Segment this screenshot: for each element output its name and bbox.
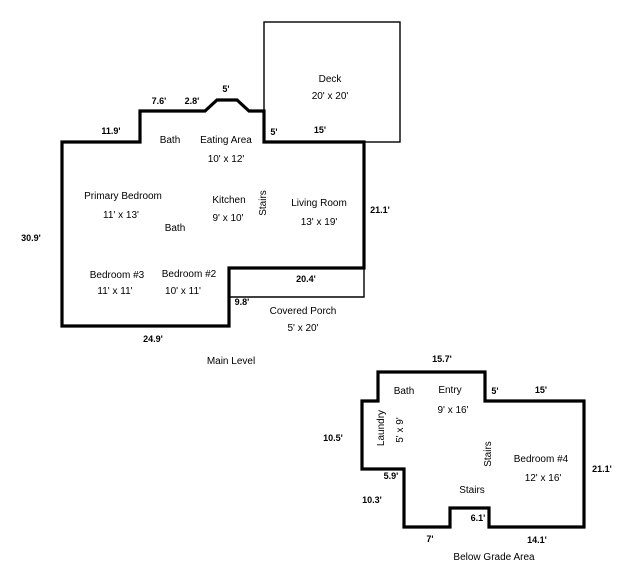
dim-bump-top: 5' [222,84,229,94]
bath-lower-label: Bath [165,223,186,234]
bedroom-2-label: Bedroom #2 [162,269,217,280]
below-grade-plan: Bath Entry 9' x 16' Laundry 5' x 9' Stai… [323,354,612,563]
main-level-caption: Main Level [207,356,255,367]
deck-label: Deck [319,74,343,85]
eating-area-size: 10' x 12' [208,154,245,165]
entry-label: Entry [438,385,461,396]
dim-bump-left: 7.6' [152,96,167,106]
dim-below-bottom-right: 14.1' [527,535,547,545]
dim-below-bottom-left: 7' [426,534,433,544]
dim-deck-gap: 5' [270,127,277,137]
dim-top-left: 11.9' [101,126,120,136]
bedroom-3-size: 11' x 11' [97,286,132,297]
dim-below-left-upper: 10.5' [323,433,343,443]
laundry-size: 5' x 9' [395,417,406,443]
main-level-plan: Deck 20' x 20' Bath Eating Area 10' x 12… [21,21,401,367]
below-grade-outline [360,370,586,529]
covered-porch-size: 5' x 20' [287,323,318,334]
living-room-size: 13' x 19' [301,217,338,228]
below-bath-label: Bath [394,386,415,397]
bedroom-3-label: Bedroom #3 [90,270,145,281]
kitchen-size: 9' x 10' [212,213,243,224]
main-stairs-label: Stairs [258,190,269,216]
dim-below-left-step: 5.9' [384,471,399,481]
main-level-outline [60,98,366,328]
eating-area-label: Eating Area [200,135,252,146]
laundry-label: Laundry [376,410,387,446]
below-grade-caption: Below Grade Area [453,552,535,563]
dim-porch-top: 20.4' [296,274,316,284]
dim-below-top: 15.7' [432,354,452,364]
dim-below-right-side: 21.1' [592,464,612,474]
dim-deck-right: 15' [314,125,326,135]
dim-below-step-right: 15' [535,385,547,395]
living-room-label: Living Room [291,198,347,209]
deck-size: 20' x 20' [312,91,349,102]
dim-porch-step: 9.8' [235,297,250,307]
entry-size: 9' x 16' [437,405,468,416]
bedroom-4-label: Bedroom #4 [514,454,569,465]
bedroom-4-size: 12' x 16' [525,473,562,484]
bath-upper-label: Bath [160,135,181,146]
dim-below-notch: 6.1' [471,513,486,523]
kitchen-label: Kitchen [212,195,245,206]
dim-below-step-small: 5' [491,386,498,396]
bedroom-2-size: 10' x 11' [165,286,201,297]
dim-bump-diagonal: 2.8' [185,96,200,106]
primary-bedroom-label: Primary Bedroom [84,191,162,202]
primary-bedroom-size: 11' x 13' [103,210,139,221]
below-stairs-horizontal-label: Stairs [459,485,485,496]
covered-porch-label: Covered Porch [270,306,337,317]
dim-right-side: 21.1' [370,205,390,215]
dim-bottom: 24.9' [143,334,163,344]
dim-below-left-lower: 10.3' [362,495,382,505]
dim-left-side: 30.9' [21,233,41,243]
below-stairs-vertical-label: Stairs [483,441,494,467]
